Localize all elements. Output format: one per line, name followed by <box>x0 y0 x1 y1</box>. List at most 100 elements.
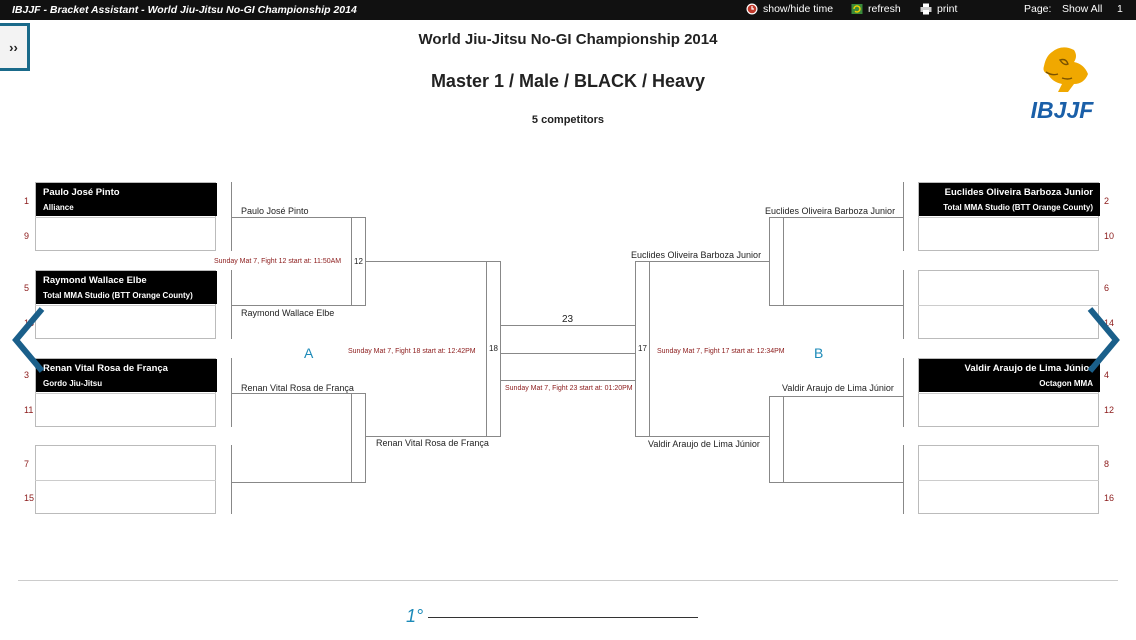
bracket-slot-l2[interactable]: Raymond Wallace Elbe Total MMA Studio (B… <box>35 270 217 339</box>
seed-number: 2 <box>1104 196 1110 206</box>
competitor-team: Total MMA Studio (BTT Orange County) <box>943 203 1093 212</box>
fight-time: Sunday Mat 7, Fight 18 start at: 12:42PM <box>348 348 476 355</box>
seed-number: 1 <box>24 196 30 206</box>
advance-name: Paulo José Pinto <box>241 206 309 216</box>
bracket-line <box>231 305 366 306</box>
advance-name: Raymond Wallace Elbe <box>241 308 335 318</box>
bracket-line <box>903 358 904 427</box>
bracket-line <box>366 261 501 262</box>
seed-number: 14 <box>1104 318 1115 328</box>
competitor-card[interactable]: Valdir Araujo de Lima Júnior Octagon MMA <box>919 359 1100 392</box>
bracket-slot-r3[interactable]: Valdir Araujo de Lima Júnior Octagon MMA <box>918 358 1100 427</box>
competitor-card[interactable]: Raymond Wallace Elbe Total MMA Studio (B… <box>36 271 217 304</box>
bracket-line <box>769 305 904 306</box>
app-title: IBJJF - Bracket Assistant - World Jiu-Ji… <box>12 4 357 16</box>
bracket-line <box>351 393 352 483</box>
bracket-line <box>231 482 366 483</box>
group-a-label: A <box>304 345 314 361</box>
advance-name: Euclides Oliveira Barboza Junior <box>631 250 762 260</box>
divider <box>35 217 216 218</box>
printer-icon <box>920 3 932 15</box>
seed-number: 7 <box>24 459 30 469</box>
seed-number: 11 <box>24 405 34 415</box>
competitor-card[interactable]: Euclides Oliveira Barboza Junior Total M… <box>919 183 1100 216</box>
divider <box>918 305 1099 306</box>
group-b-label: B <box>814 345 824 361</box>
bracket-line <box>501 380 635 381</box>
divider <box>35 480 216 481</box>
bracket-line <box>486 261 487 437</box>
advance-name: Renan Vital Rosa de França <box>241 383 354 393</box>
refresh-label: refresh <box>868 3 901 15</box>
bracket-slot-r4[interactable] <box>918 445 1099 514</box>
show-hide-time-button[interactable]: show/hide time <box>746 3 833 15</box>
bracket-line <box>649 261 650 437</box>
clock-icon <box>746 3 758 15</box>
seed-number: 10 <box>1104 231 1115 241</box>
divider <box>918 393 1099 394</box>
division-title: Master 1 / Male / BLACK / Heavy <box>430 71 706 91</box>
bracket-line <box>231 445 232 514</box>
fight-time: Sunday Mat 7, Fight 23 start at: 01:20PM <box>505 385 633 392</box>
first-place-line <box>428 617 698 618</box>
show-all-link[interactable]: Show All <box>1062 3 1103 15</box>
first-place-label: 1° <box>406 606 424 626</box>
divider <box>918 480 1099 481</box>
bracket-slot-l1[interactable]: Paulo José Pinto Alliance <box>35 182 217 251</box>
bracket-line <box>903 182 904 251</box>
competitor-team: Octagon MMA <box>1039 379 1093 388</box>
page-label: Page: <box>1024 3 1052 15</box>
seed-number: 15 <box>24 493 35 503</box>
bracket-line <box>501 325 635 326</box>
competitor-count: 5 competitors <box>531 114 605 126</box>
competitor-name: Renan Vital Rosa de França <box>43 363 168 374</box>
competitor-card[interactable]: Renan Vital Rosa de França Gordo Jiu-Jit… <box>36 359 217 392</box>
bracket-line <box>231 393 366 394</box>
bracket-line <box>500 261 501 437</box>
bracket-line <box>903 445 904 514</box>
bracket-line <box>769 396 904 397</box>
ibjjf-logo: IBJJF <box>1031 47 1095 123</box>
top-bar: IBJJF - Bracket Assistant - World Jiu-Ji… <box>0 0 1136 20</box>
print-button[interactable]: print <box>920 3 957 15</box>
page-number[interactable]: 1 <box>1117 3 1123 15</box>
bracket-line <box>351 217 352 306</box>
previous-arrow-icon[interactable] <box>8 305 48 375</box>
divider <box>35 305 216 306</box>
bracket-slot-l4[interactable] <box>35 445 216 514</box>
next-arrow-icon[interactable] <box>1084 305 1124 375</box>
competitor-name: Paulo José Pinto <box>43 187 120 198</box>
bracket-line <box>635 261 770 262</box>
bracket-slot-l3[interactable]: Renan Vital Rosa de França Gordo Jiu-Jit… <box>35 358 217 427</box>
bracket-line <box>366 436 501 437</box>
bracket-line <box>769 482 904 483</box>
advance-name: Euclides Oliveira Barboza Junior <box>765 206 896 216</box>
divider <box>918 217 1099 218</box>
bracket-line <box>231 270 232 339</box>
seed-number: 8 <box>1104 459 1110 469</box>
sidebar-toggle-button[interactable]: ›› <box>0 23 30 71</box>
bracket-slot-r2[interactable] <box>918 270 1099 339</box>
fight-time: Sunday Mat 7, Fight 17 start at: 12:34PM <box>657 348 785 355</box>
event-title: World Jiu-Jitsu No-GI Championship 2014 <box>418 31 718 48</box>
bracket-line <box>635 261 636 437</box>
bracket-slot-r1[interactable]: Euclides Oliveira Barboza Junior Total M… <box>918 182 1100 251</box>
competitor-name: Raymond Wallace Elbe <box>43 275 147 286</box>
competitor-card[interactable]: Paulo José Pinto Alliance <box>36 183 217 216</box>
logo-text: IBJJF <box>1031 97 1095 123</box>
seed-number: 16 <box>1104 493 1115 503</box>
bracket-line <box>635 436 770 437</box>
advance-name: Renan Vital Rosa de França <box>376 438 489 448</box>
divider <box>35 393 216 394</box>
bracket-line <box>783 217 784 306</box>
seed-number: 6 <box>1104 283 1110 293</box>
competitor-name: Valdir Araujo de Lima Júnior <box>964 363 1093 374</box>
refresh-button[interactable]: refresh <box>851 3 901 15</box>
seed-number: 9 <box>24 231 30 241</box>
fight-number: 12 <box>354 257 363 266</box>
fight-number: 17 <box>638 344 647 353</box>
bracket-line <box>365 217 366 306</box>
bracket-line <box>769 217 904 218</box>
fight-number: 23 <box>562 314 574 325</box>
bracket-line <box>903 270 904 339</box>
